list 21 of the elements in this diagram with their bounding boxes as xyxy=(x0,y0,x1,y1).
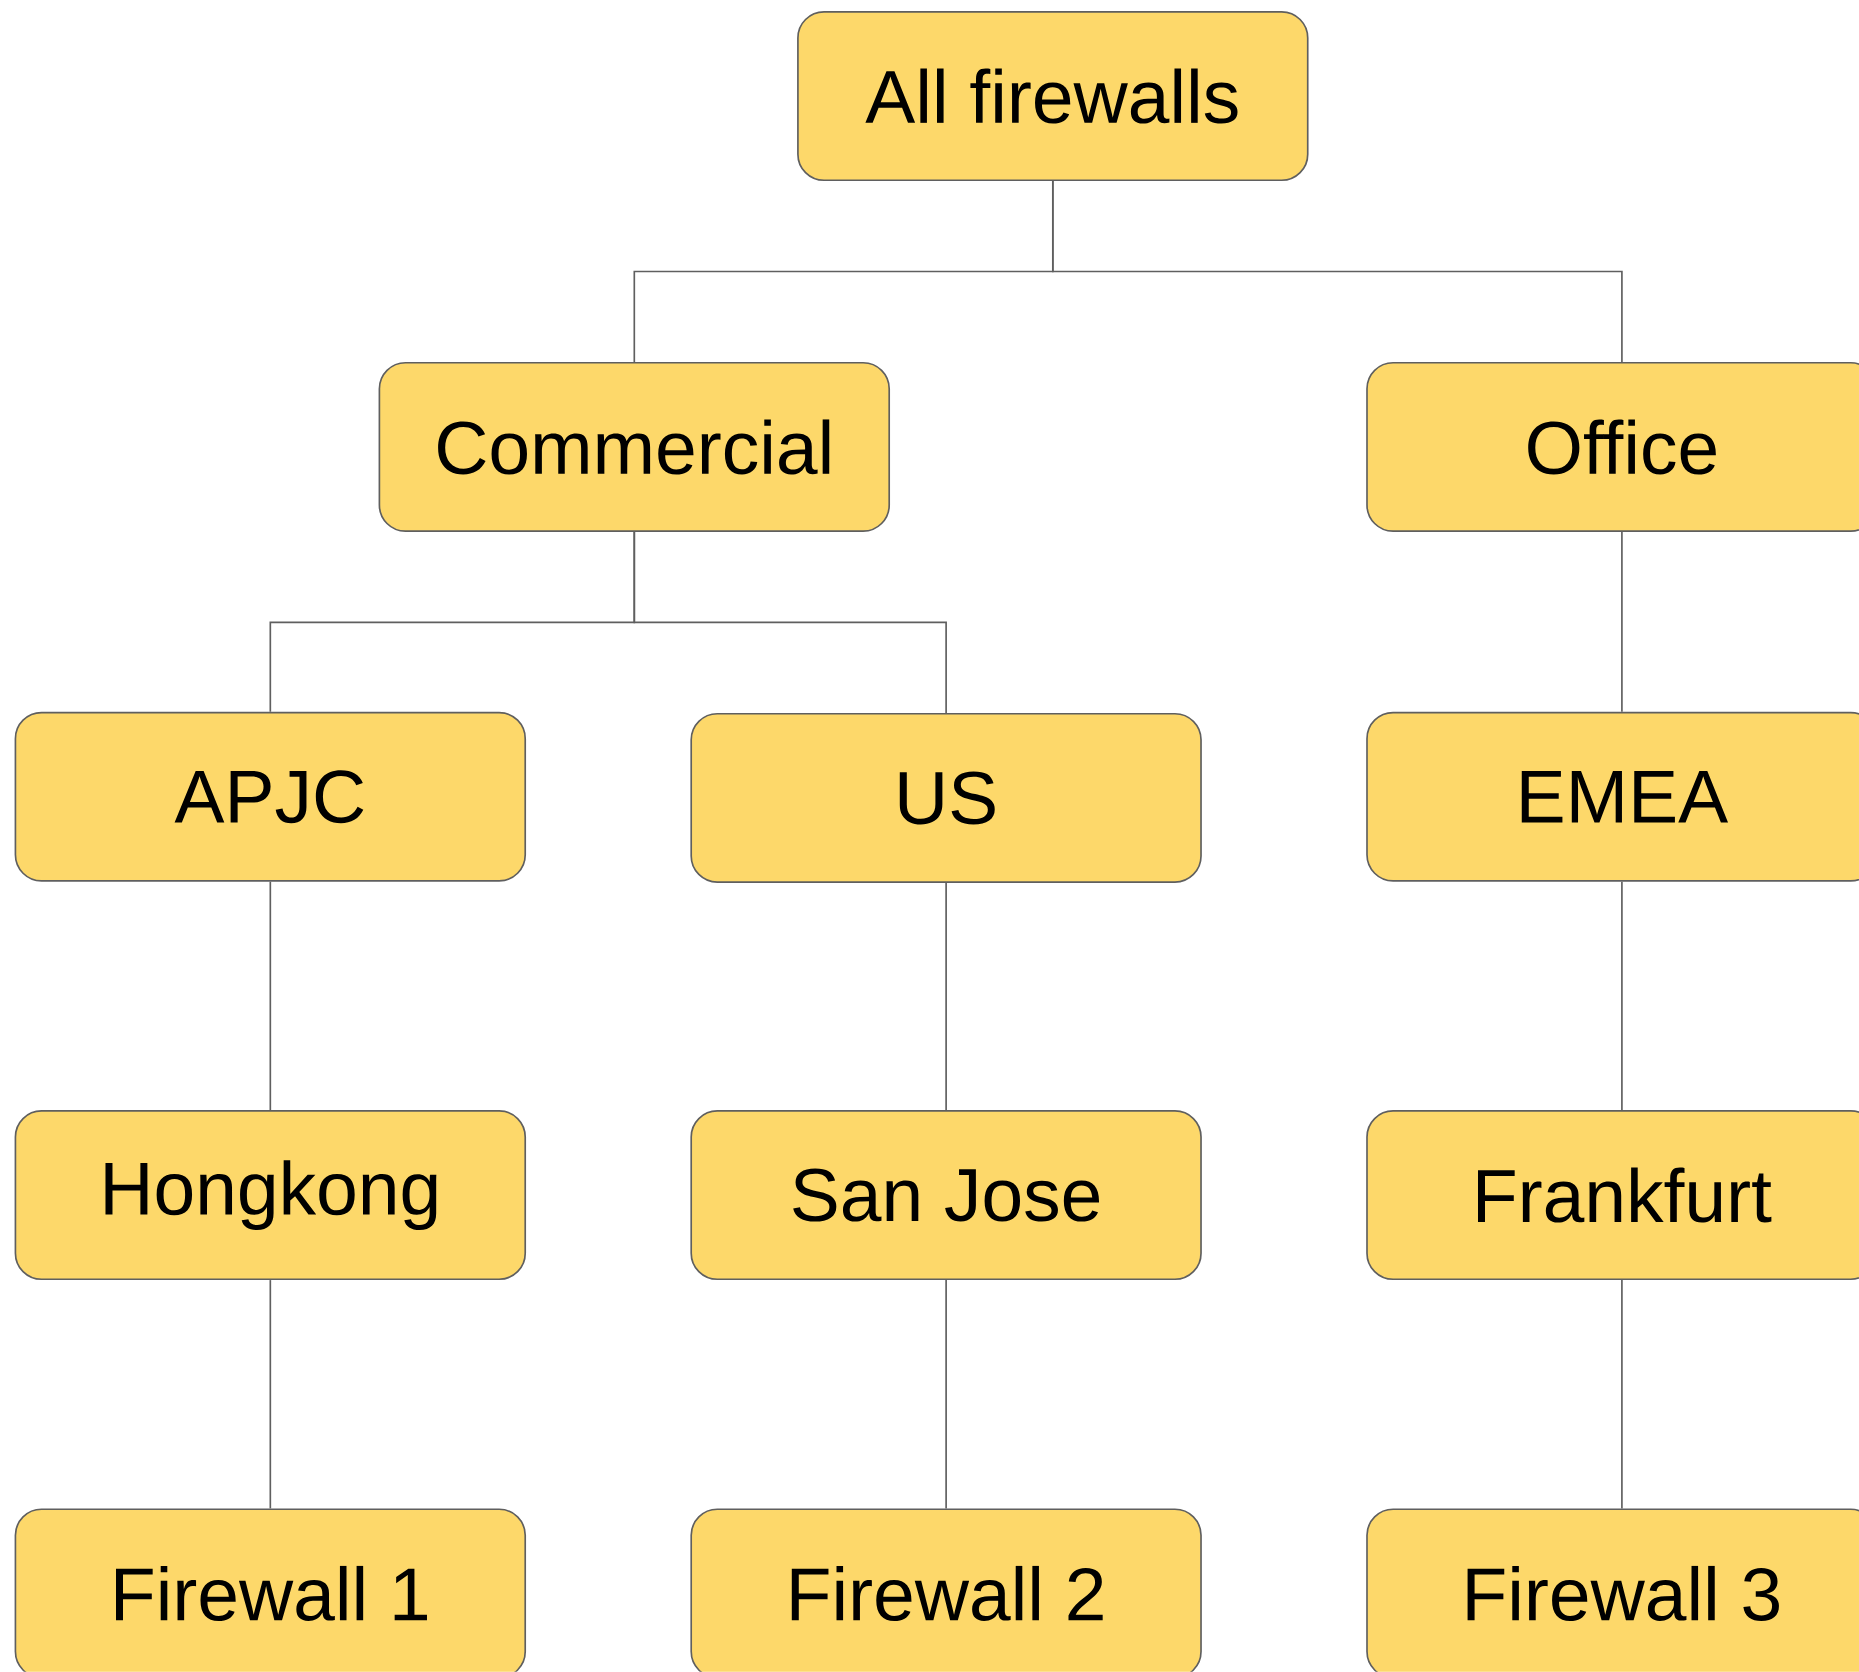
tree-box: Firewall 1 xyxy=(14,1508,527,1672)
connector-line xyxy=(1621,531,1623,713)
connector-line xyxy=(269,1279,272,1510)
tree-box: San Jose xyxy=(690,1110,1202,1281)
tree-box: APJC xyxy=(14,711,527,882)
connector-line xyxy=(1621,881,1623,1112)
tree-box: Hongkong xyxy=(14,1110,527,1281)
tree-box: Firewall 3 xyxy=(1366,1508,1859,1672)
connector-line xyxy=(1621,1279,1623,1510)
tree-box: All firewalls xyxy=(797,11,1309,182)
tree-box: EMEA xyxy=(1366,711,1859,882)
connector-line xyxy=(1051,180,1623,363)
tree-box: Frankfurt xyxy=(1366,1110,1859,1281)
tree-box: Commercial xyxy=(378,362,891,533)
tree-box: Office xyxy=(1366,362,1859,533)
connector-line xyxy=(945,1279,947,1510)
connector-line xyxy=(945,882,947,1112)
tree-box: US xyxy=(690,713,1202,884)
connector-line xyxy=(269,881,272,1112)
connector-line xyxy=(633,531,947,714)
tree-box: Firewall 2 xyxy=(690,1508,1202,1672)
